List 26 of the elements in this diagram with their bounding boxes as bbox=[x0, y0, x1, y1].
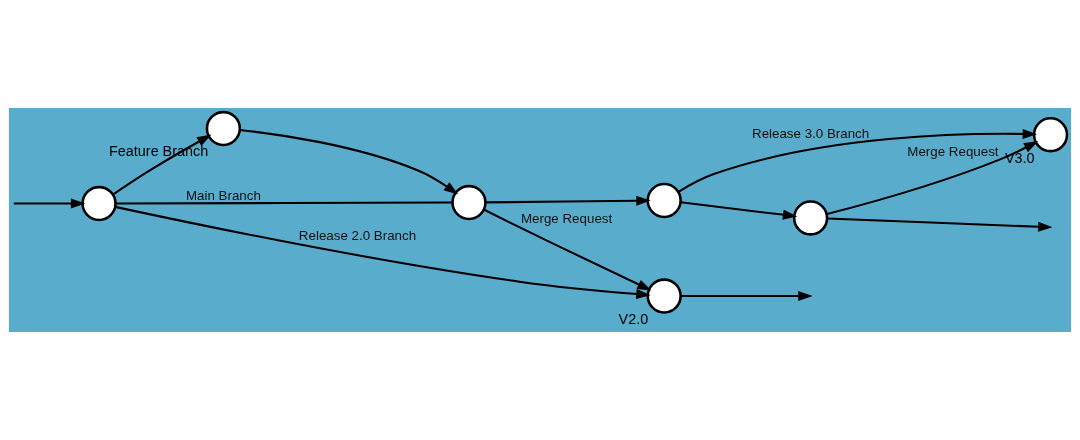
edge-label: Main Branch bbox=[185, 187, 261, 203]
arrow bbox=[485, 195, 651, 206]
node-circle bbox=[646, 182, 682, 219]
edge-label: Merge Request bbox=[520, 211, 613, 227]
arrow bbox=[827, 217, 1053, 232]
edge-label: Release 3.0 Branch bbox=[752, 126, 870, 142]
node-label: V3.0 bbox=[1004, 149, 1035, 166]
edge-label: Merge Request bbox=[907, 143, 999, 159]
node-circle bbox=[451, 184, 487, 221]
arrow bbox=[483, 208, 652, 291]
arrow bbox=[826, 141, 1039, 216]
arrow bbox=[239, 129, 459, 195]
node-label: V2.0 bbox=[618, 310, 649, 327]
node-circle bbox=[792, 200, 829, 236]
node-circle bbox=[646, 278, 682, 314]
arrow bbox=[677, 128, 1038, 193]
arrow bbox=[112, 134, 212, 196]
arrow bbox=[115, 205, 651, 300]
arrow bbox=[680, 201, 798, 220]
arrow bbox=[680, 291, 813, 302]
node-circle bbox=[205, 110, 242, 147]
arrow bbox=[13, 198, 86, 209]
node-circle bbox=[1032, 117, 1069, 153]
node-circle bbox=[81, 185, 117, 222]
connector bbox=[115, 201, 453, 205]
edge-label: Release 2.0 Branch bbox=[298, 227, 417, 243]
